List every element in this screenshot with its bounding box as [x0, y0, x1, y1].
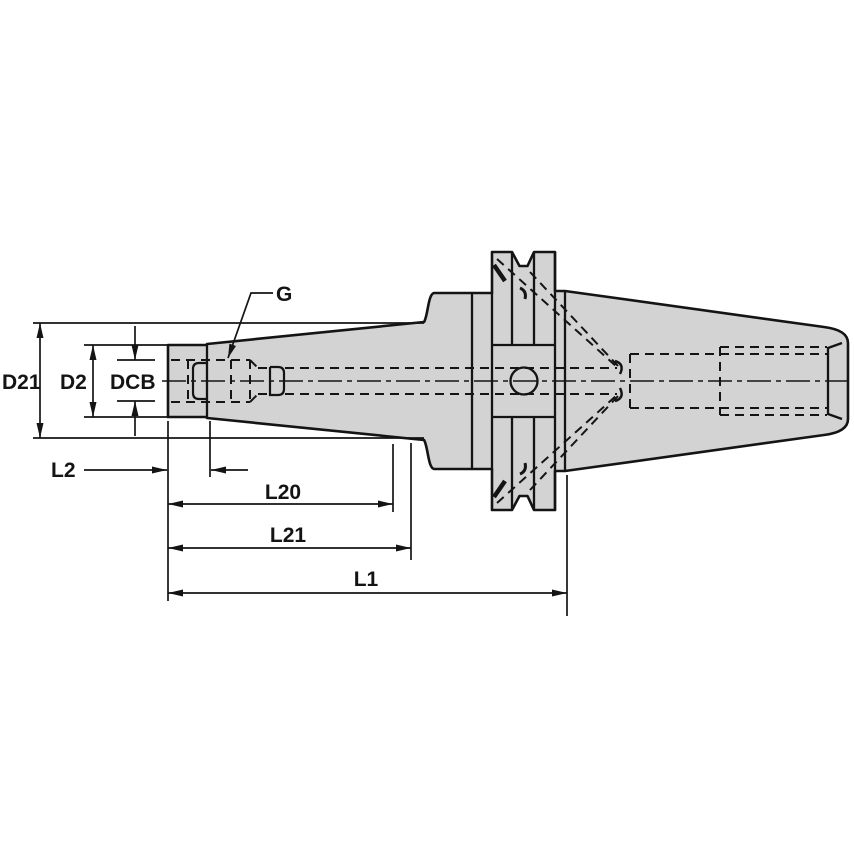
flange-cone-diag-a-bottom [496, 394, 618, 504]
flange-hole [509, 366, 539, 396]
flange-cone-diag-a-top [496, 258, 618, 368]
d2-arrow-up [89, 345, 97, 360]
l1-label: L1 [354, 568, 379, 591]
l2-arrow-left [211, 466, 226, 474]
d21-arrow-down [36, 423, 44, 438]
l21-arrow-left [168, 544, 183, 552]
dimension-l21: L21 [168, 524, 411, 552]
dimension-l20: L20 [168, 481, 393, 508]
d21-label: D21 [2, 371, 41, 394]
flange-cone-diag-b-top [529, 271, 619, 367]
g-label: G [276, 283, 292, 306]
thread-start-arc-bottom [614, 387, 623, 403]
l2-label: L2 [51, 459, 76, 482]
l2-arrow-right [152, 466, 167, 474]
dimension-d21: D21 [2, 322, 424, 439]
thread-start-arc-top [614, 359, 623, 375]
drive-slot-hook-top [519, 286, 527, 300]
drive-slot-marks [492, 263, 527, 499]
dimensions: D21 D2 DCB G [2, 283, 568, 616]
bore-chamfer-top [249, 359, 259, 369]
bore-end-cap [268, 365, 286, 397]
leader-g: G [227, 283, 292, 359]
dimension-l2: L2 [51, 459, 248, 482]
l20-arrow-left [168, 500, 183, 508]
d21-arrow-up [36, 323, 44, 338]
dcb-arrow-up [131, 401, 139, 416]
g-leader-arrow [228, 343, 236, 358]
dcb-label: DCB [110, 371, 156, 394]
bore-chamfer-bottom [249, 393, 259, 403]
l1-arrow-left [168, 589, 183, 597]
d2-arrow-down [89, 402, 97, 417]
l21-label: L21 [270, 524, 307, 547]
l1-arrow-right [552, 589, 567, 597]
dimension-d2: D2 [60, 344, 168, 418]
d2-label: D2 [60, 371, 87, 394]
flange-cone-diag-b-bottom [529, 395, 619, 491]
dimension-dcb: DCB [110, 326, 156, 436]
g-leader-line [227, 292, 273, 359]
drive-slot-tick-top [492, 263, 507, 283]
l20-arrow-right [378, 500, 393, 508]
l21-arrow-right [396, 544, 411, 552]
drive-slot-hook-bottom [519, 462, 527, 476]
shank-end-chamfer-top [827, 341, 843, 350]
shank-end-chamfer-bottom [827, 412, 843, 421]
l20-label: L20 [265, 481, 301, 504]
dimension-l1: L1 [168, 568, 567, 597]
dcb-arrow-down [131, 345, 139, 360]
part-body [162, 250, 852, 512]
drive-slot-tick-bottom [492, 479, 507, 499]
